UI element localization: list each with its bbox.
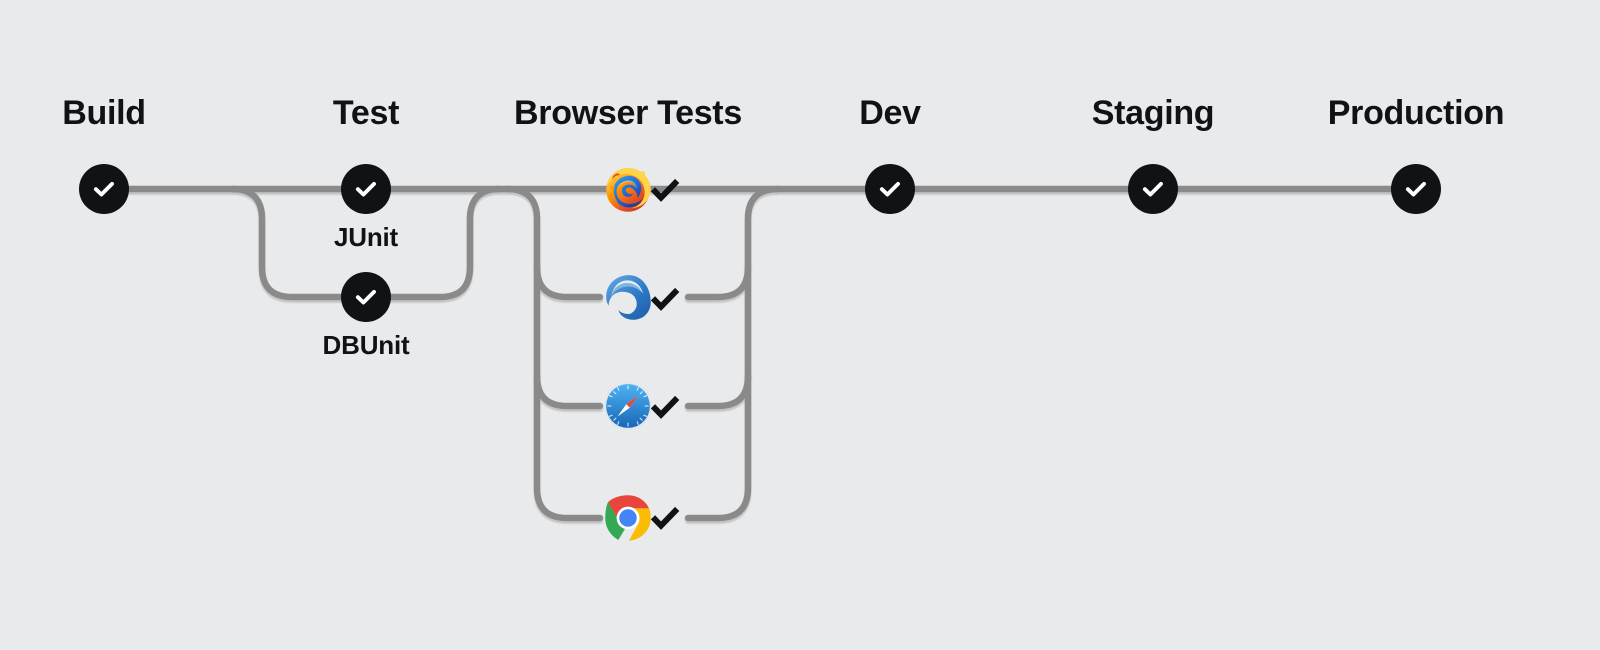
- stage-node-dbunit[interactable]: [341, 272, 391, 322]
- job-label-junit: JUnit: [333, 222, 399, 252]
- stage-node-staging[interactable]: [1128, 164, 1178, 214]
- firefox-icon[interactable]: [600, 161, 656, 217]
- browser-status-check-edge: [648, 282, 682, 316]
- stage-node-build[interactable]: [79, 164, 129, 214]
- stage-label-production: Production: [1327, 94, 1505, 132]
- job-label-dbunit: DBUnit: [322, 330, 410, 360]
- stage-node-junit[interactable]: [341, 164, 391, 214]
- safari-icon[interactable]: [600, 378, 656, 434]
- browser-status-check-safari: [648, 390, 682, 424]
- stage-node-dev[interactable]: [865, 164, 915, 214]
- wire-browser-fork-safari: [533, 372, 604, 410]
- stage-label-test: Test: [332, 94, 400, 132]
- check-icon: [355, 181, 376, 197]
- wire-browser-fork-trunk: [503, 185, 604, 522]
- check-icon: [93, 181, 114, 197]
- check-icon: [1142, 181, 1163, 197]
- wire-test-join-dbunit: [362, 185, 504, 301]
- wire-browser-join-trunk: [684, 185, 782, 522]
- wire-test-fork-dbunit: [228, 185, 370, 301]
- check-icon: [355, 289, 376, 305]
- stage-label-dev: Dev: [859, 94, 921, 132]
- browser-status-check-firefox: [648, 173, 682, 207]
- edge-icon[interactable]: [600, 269, 656, 325]
- check-icon: [1405, 181, 1426, 197]
- stage-node-production[interactable]: [1391, 164, 1441, 214]
- check-icon: [879, 181, 900, 197]
- stage-label-staging: Staging: [1091, 94, 1215, 132]
- stage-label-build: Build: [62, 94, 146, 132]
- browser-status-check-chrome: [648, 501, 682, 535]
- wire-browser-join-safari: [684, 372, 752, 410]
- stage-label-browser-tests: Browser Tests: [514, 94, 742, 132]
- wire-browser-fork-edge: [533, 263, 604, 301]
- chrome-icon[interactable]: [600, 490, 656, 546]
- wire-browser-join-edge: [684, 263, 752, 301]
